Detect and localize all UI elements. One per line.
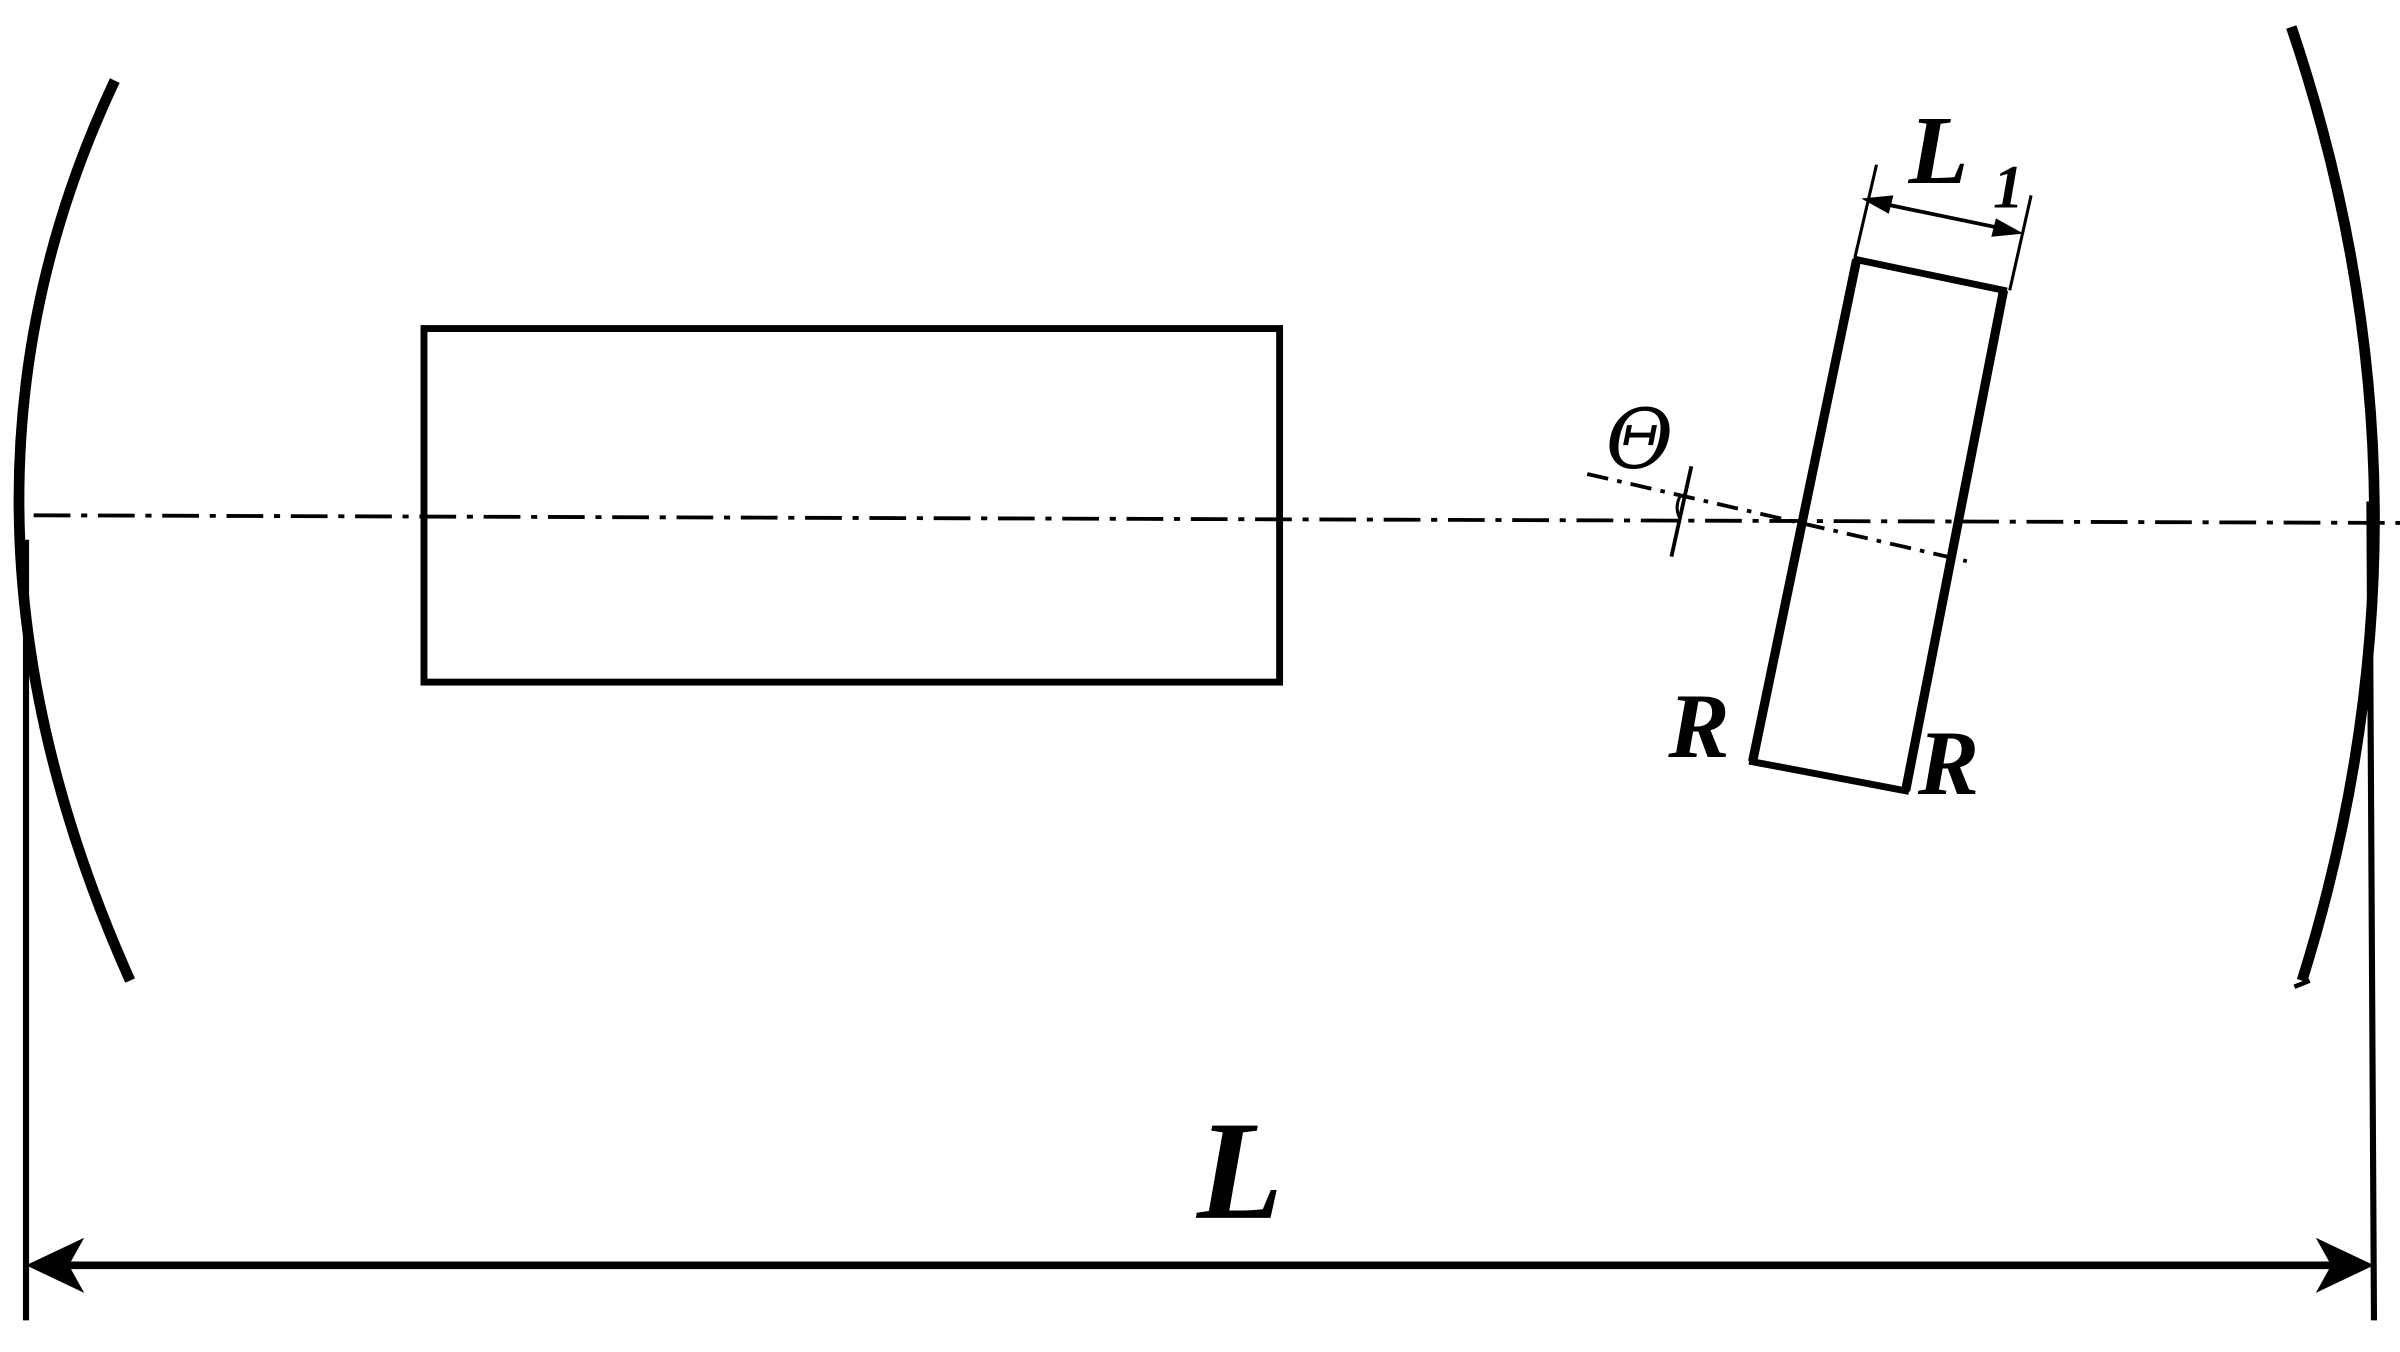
l1-extension-left (1853, 164, 1879, 257)
angle-tick (1669, 465, 1694, 558)
l1-arrowhead-right (1991, 218, 2024, 237)
label-element-length-base: L (1908, 97, 1969, 205)
angle-arc (1675, 494, 1682, 518)
label-surface-left: R (1667, 675, 1729, 777)
left-mirror (13, 78, 135, 983)
label-surface-right: R (1917, 712, 1979, 814)
l1-extension-right (2008, 195, 2033, 291)
tilted-element-right-face (1901, 289, 2009, 792)
l1-dimension-line (1879, 201, 2006, 231)
label-tilt-angle: Θ (1606, 392, 1674, 488)
right-extension-line (2366, 501, 2378, 1321)
optical-axis (33, 513, 2400, 525)
tilted-element-left-face (1748, 258, 1862, 763)
right-mirror-tick (2293, 978, 2311, 989)
l-arrowhead-left (26, 1237, 85, 1293)
l-arrowhead-right (2315, 1237, 2374, 1293)
right-mirror (2286, 25, 2380, 983)
element-normal-line (1586, 472, 1968, 564)
gain-medium (420, 325, 1284, 686)
label-element-length-sub: 1 (1993, 154, 2024, 222)
l1-arrowhead-left (1861, 195, 1894, 214)
label-element-length: L 1 (1908, 97, 2024, 221)
label-cavity-length: L (1195, 1094, 1283, 1249)
